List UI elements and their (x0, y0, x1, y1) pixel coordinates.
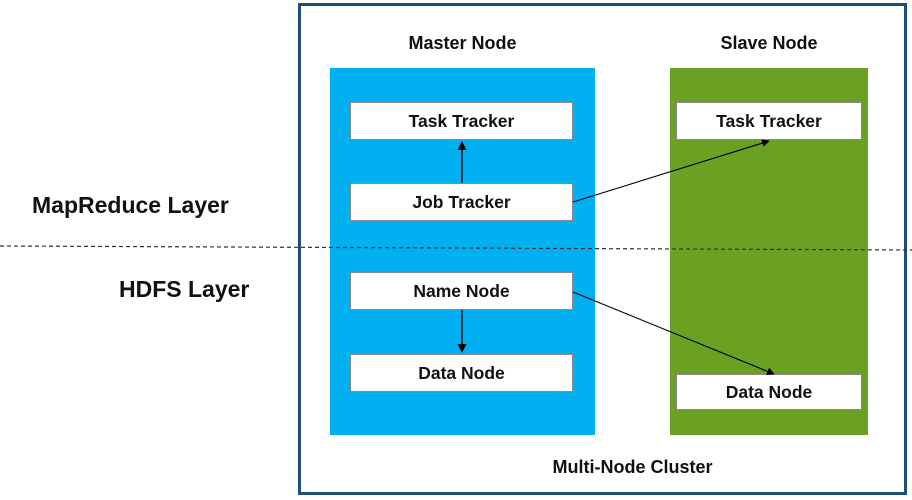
slave-data-node-label: Data Node (725, 381, 813, 402)
master-data-node-label: Data Node (418, 362, 505, 383)
master-job-tracker-label: Job Tracker (412, 191, 511, 212)
hdfs-layer-label: HDFS Layer (119, 276, 250, 302)
master-node-title: Master Node (408, 33, 517, 53)
mapreduce-layer-label: MapReduce Layer (32, 192, 229, 218)
slave-task-tracker-box: Task Tracker (676, 102, 862, 140)
master-task-tracker-box: Task Tracker (350, 102, 573, 140)
master-job-tracker-box: Job Tracker (350, 183, 573, 221)
slave-node-title: Slave Node (720, 33, 818, 53)
slave-data-node-box: Data Node (676, 374, 862, 410)
master-name-node-box: Name Node (350, 272, 573, 310)
multi-node-cluster-caption: Multi-Node Cluster (552, 457, 713, 477)
master-name-node-label: Name Node (413, 280, 510, 301)
master-task-tracker-label: Task Tracker (408, 110, 515, 131)
slave-task-tracker-label: Task Tracker (716, 110, 822, 131)
master-data-node-box: Data Node (350, 354, 573, 392)
